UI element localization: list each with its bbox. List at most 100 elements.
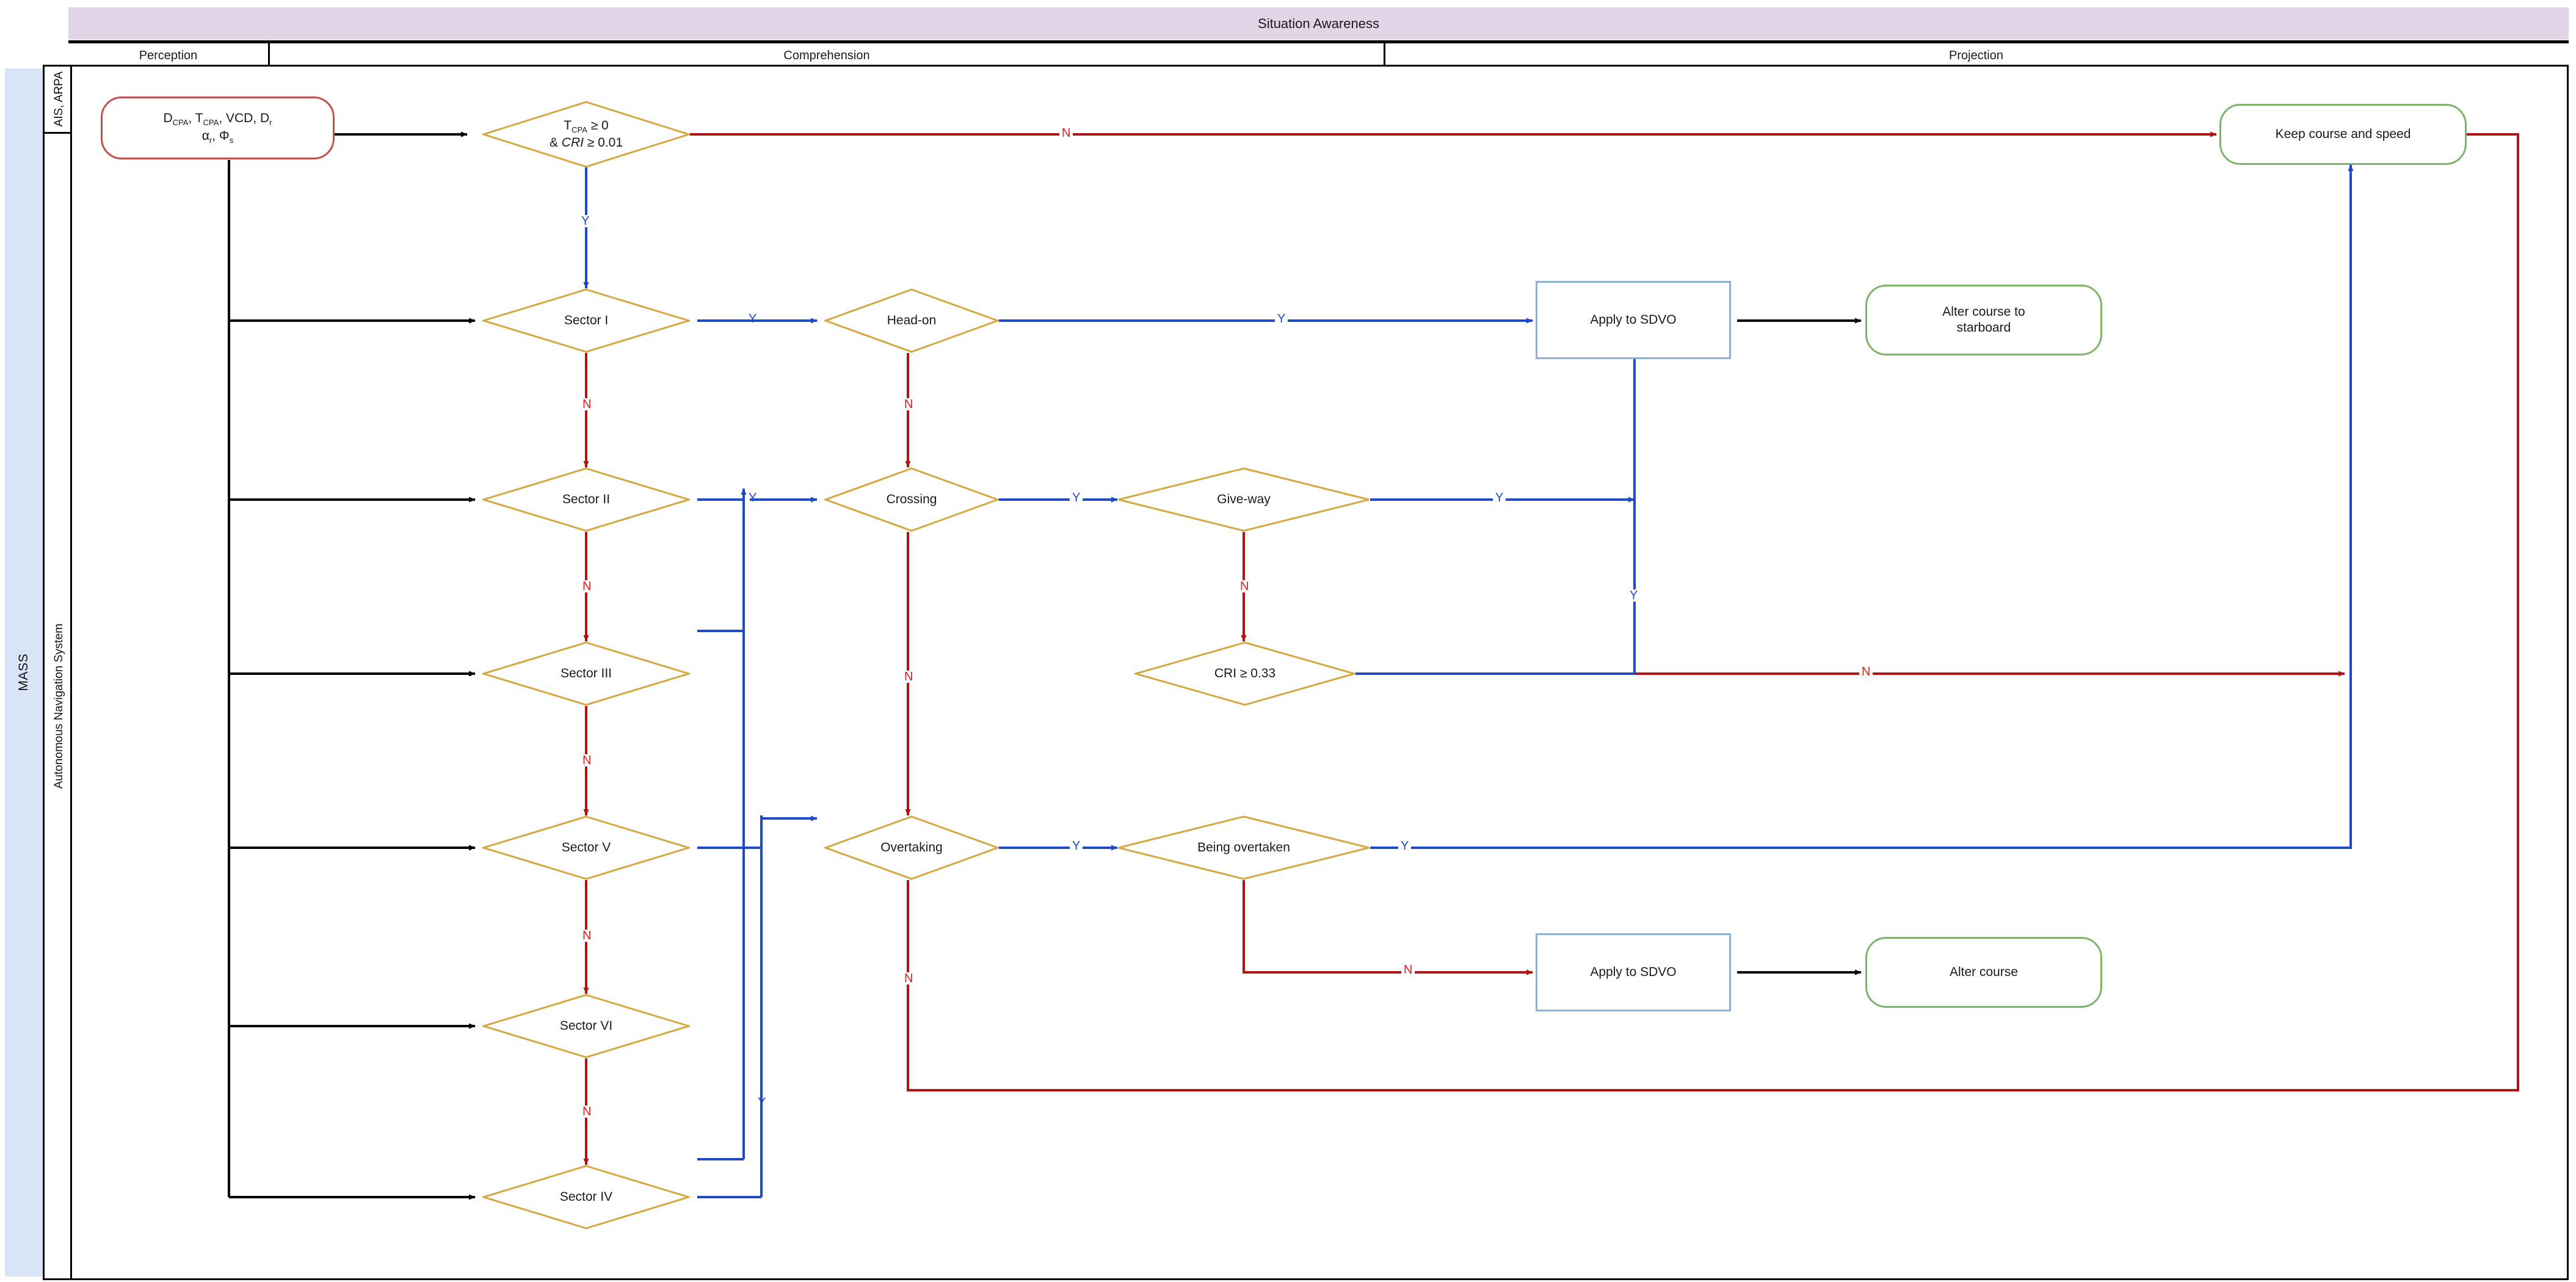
edge-label-crossing-yes: Y — [1070, 492, 1083, 504]
edge-label-sector2-no: N — [580, 580, 594, 592]
node-sector-2-label: Sector II — [562, 492, 611, 506]
node-sector-1[interactable]: Sector I — [482, 288, 690, 353]
node-sector-5[interactable]: Sector V — [482, 815, 690, 880]
node-head-on[interactable]: Head-on — [824, 288, 999, 353]
inputs-sub1: CPA — [172, 118, 189, 128]
node-sector-5-label: Sector V — [561, 840, 611, 854]
inputs-line2-a: α — [201, 128, 209, 143]
edge-label-sector3-no: N — [580, 754, 594, 767]
node-sector-3[interactable]: Sector III — [482, 641, 690, 706]
diamond-shape-cri-check — [1134, 641, 1355, 706]
node-keep-course-and-speed[interactable]: Keep course and speed — [2219, 104, 2467, 165]
edge-label-cri-yes: Y — [1627, 589, 1641, 602]
inputs-line1-a: D — [163, 111, 173, 126]
diamond-shape-head-on — [824, 288, 999, 353]
alter-course-starboard-label: Alter course to starboard — [1942, 304, 2025, 337]
keep-course-and-speed-label: Keep course and speed — [2275, 126, 2411, 141]
alter-course-label: Alter course — [1949, 964, 2019, 979]
phase-label-projection: Projection — [1949, 48, 2003, 62]
inputs-sub3: r — [269, 118, 272, 128]
diamond-shape-overtaking — [824, 815, 999, 880]
inputs-line1-c: , VCD, D — [219, 111, 270, 126]
diamond-shape-sector-2 — [482, 467, 690, 532]
node-sector-4[interactable]: Sector IV — [482, 1165, 690, 1229]
edge-label-tcpa-no: N — [1059, 127, 1073, 139]
alter-course-starboard-line2: starboard — [1956, 321, 2011, 335]
phase-label-perception: Perception — [139, 48, 198, 62]
node-overtaking[interactable]: Overtaking — [824, 815, 999, 880]
alter-course-starboard-line1: Alter course to — [1942, 304, 2025, 319]
node-alter-course[interactable]: Alter course — [1865, 937, 2102, 1008]
edge-label-crossing-no: N — [902, 671, 916, 683]
node-tcpa-label: TCPA ≥ 0 & CRI ≥ 0.01 — [482, 118, 690, 151]
node-alter-course-starboard[interactable]: Alter course to starboard — [1865, 285, 2102, 355]
node-being-overtaken-label: Being overtaken — [1197, 840, 1290, 854]
inputs-sub4: r — [209, 135, 212, 145]
edge-label-sector1-yes: Y — [749, 312, 757, 326]
edge-label-cri-no: N — [1859, 666, 1873, 678]
node-sector-6-label: Sector VI — [559, 1018, 613, 1033]
phase-label-comprehension: Comprehension — [783, 48, 870, 62]
inputs-sub2: CPA — [203, 118, 219, 128]
node-inputs[interactable]: DCPA, TCPA, VCD, Dr αr, Φs — [101, 97, 335, 159]
diamond-shape-sector-4 — [482, 1165, 690, 1229]
node-apply-sdvo-top[interactable]: Apply to SDVO — [1536, 281, 1731, 359]
apply-sdvo-top-label: Apply to SDVO — [1590, 312, 1677, 327]
situation-awareness-band: Situation Awareness — [68, 7, 2569, 40]
node-overtaking-label: Overtaking — [880, 840, 943, 854]
lane-cell-ais-arpa: AIS, ARPA — [45, 67, 74, 134]
node-crossing-label: Crossing — [886, 492, 937, 506]
edge-label-sector4-yes: Y — [758, 1096, 766, 1109]
node-sector-2[interactable]: Sector II — [482, 467, 690, 532]
edge-label-beingovertaken-yes: Y — [1398, 840, 1412, 852]
tcpa-line2-a: & — [549, 136, 562, 150]
node-apply-sdvo-bottom[interactable]: Apply to SDVO — [1536, 933, 1731, 1011]
diamond-shape-give-way — [1117, 467, 1370, 532]
edge-label-tcpa-yes: Y — [579, 215, 592, 227]
edge-label-giveway-yes: Y — [1493, 492, 1506, 504]
lane-cell-ans: Autonomous Navigation System — [45, 134, 74, 1278]
inputs-sub5: s — [229, 135, 234, 145]
edge-label-sector5-no: N — [580, 930, 594, 942]
edge-label-sector1-no: N — [580, 398, 594, 410]
node-cri-check[interactable]: CRI ≥ 0.33 — [1134, 641, 1355, 706]
node-sector-3-label: Sector III — [560, 666, 612, 680]
node-give-way-label: Give-way — [1217, 492, 1271, 506]
diamond-shape-sector-5 — [482, 815, 690, 880]
apply-sdvo-bottom-label: Apply to SDVO — [1590, 964, 1677, 979]
mass-lane-label: MASS — [16, 654, 31, 691]
edge-label-overtaking-no: N — [902, 972, 916, 985]
node-sector-1-label: Sector I — [564, 313, 609, 327]
tcpa-line1-a: T — [564, 118, 572, 133]
edge-label-headon-yes: Y — [1275, 313, 1288, 325]
node-tcpa-cri-check[interactable]: TCPA ≥ 0 & CRI ≥ 0.01 — [482, 101, 690, 168]
diamond-shape-sector-3 — [482, 641, 690, 706]
edge-label-headon-no: N — [902, 398, 916, 410]
inner-lane-column: AIS, ARPA Autonomous Navigation System — [43, 65, 74, 1280]
tcpa-sub1: CPA — [571, 125, 587, 134]
edge-label-beingovertaken-no: N — [1401, 964, 1415, 976]
edge-label-sector2-yes: Y — [749, 491, 757, 504]
phase-cell-comprehension: Comprehension — [270, 43, 1385, 68]
inputs-line2-b: , Φ — [212, 128, 230, 143]
node-cri-check-label: CRI ≥ 0.33 — [1214, 666, 1276, 680]
diamond-shape-crossing — [824, 467, 999, 532]
diamond-shape-sector-1 — [482, 288, 690, 353]
inputs-line1-b: , T — [188, 111, 203, 126]
mass-lane-band: MASS — [5, 68, 43, 1277]
node-crossing[interactable]: Crossing — [824, 467, 999, 532]
lane-label-ans: Autonomous Navigation System — [53, 623, 65, 789]
tcpa-line2-b: CRI — [561, 136, 584, 150]
phase-cell-perception: Perception — [68, 43, 270, 68]
node-sector-6[interactable]: Sector VI — [482, 994, 690, 1058]
diamond-shape-tcpa — [482, 101, 690, 168]
node-being-overtaken[interactable]: Being overtaken — [1117, 815, 1370, 880]
edge-label-giveway-no: N — [1238, 580, 1252, 592]
lane-label-ais-arpa: AIS, ARPA — [53, 71, 65, 127]
edge-label-sector6-no: N — [580, 1105, 594, 1118]
node-give-way[interactable]: Give-way — [1117, 467, 1370, 532]
situation-awareness-label: Situation Awareness — [1258, 15, 1379, 31]
node-sector-4-label: Sector IV — [559, 1189, 613, 1204]
phase-cell-projection: Projection — [1385, 43, 2567, 68]
